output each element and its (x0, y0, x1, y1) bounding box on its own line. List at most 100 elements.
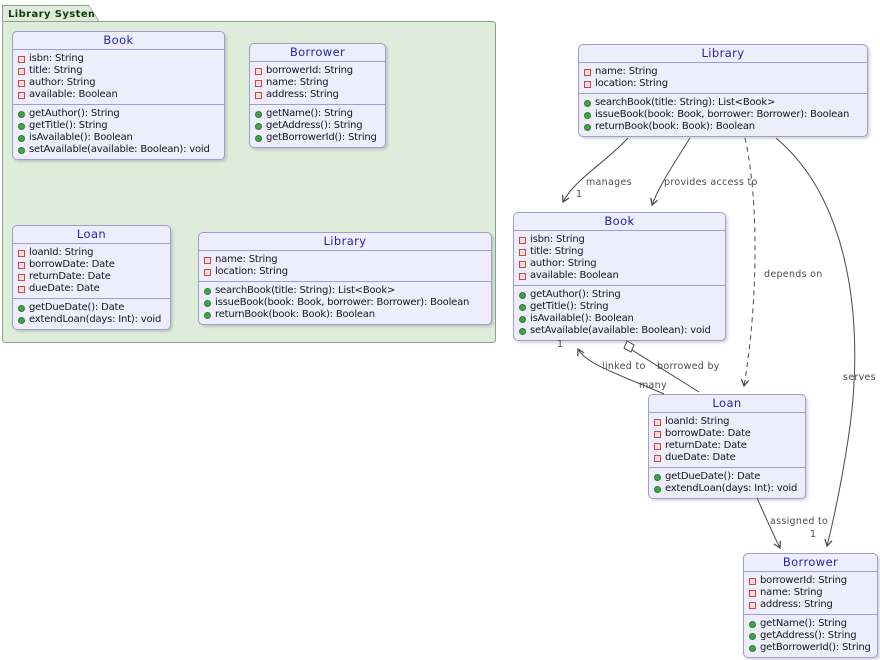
edge-linked-to (577, 347, 665, 395)
class-member: setAvailable(available: Boolean): void (519, 325, 721, 337)
class-title: Library (579, 45, 867, 63)
member-text: borrowerId: String (760, 575, 847, 586)
edge-label-assigned-to: assigned to (770, 516, 829, 527)
class-member: borrowDate: Date (18, 259, 166, 271)
class-member: author: String (519, 258, 721, 270)
member-text: isbn: String (29, 53, 84, 64)
edge-label-manages: manages (586, 177, 632, 188)
edge-assigned-to (756, 497, 782, 550)
method-icon (204, 311, 211, 319)
edge-label-provides-access-to: provides access to (664, 177, 758, 188)
class-member: getName(): String (255, 108, 381, 120)
method-icon (584, 111, 591, 119)
class-member: getAddress(): String (255, 120, 381, 132)
class-member: getDueDate(): Date (654, 471, 801, 483)
multiplicity-manages: 1 (576, 189, 583, 200)
edge-depends-on (740, 137, 756, 388)
class-member: name: String (584, 66, 863, 78)
member-text: author: String (530, 258, 597, 269)
method-icon (749, 632, 756, 640)
class-member: returnBook(book: Book): Boolean (204, 309, 487, 321)
field-icon (204, 256, 211, 264)
method-icon (255, 110, 262, 118)
class-member: searchBook(title: String): List<Book> (584, 97, 863, 109)
class-member: isbn: String (18, 53, 220, 65)
class-title: Loan (13, 226, 170, 244)
member-text: isbn: String (530, 234, 585, 245)
method-icon (18, 110, 25, 118)
class-member: dueDate: Date (18, 283, 166, 295)
field-icon (255, 91, 262, 99)
member-text: extendLoan(days: Int): void (665, 483, 798, 494)
class-member: isAvailable(): Boolean (18, 132, 220, 144)
field-icon (584, 80, 591, 88)
class-member: getName(): String (749, 618, 873, 630)
member-text: loanId: String (29, 247, 94, 258)
class-member: returnBook(book: Book): Boolean (584, 121, 863, 133)
member-text: location: String (595, 78, 668, 89)
field-icon (749, 589, 756, 597)
edge-serves (775, 137, 856, 548)
class-member: getAuthor(): String (519, 289, 721, 301)
method-icon (18, 304, 25, 312)
aggregation-diamond (623, 340, 635, 353)
field-icon (749, 601, 756, 609)
member-text: getName(): String (266, 108, 353, 119)
class-member: location: String (584, 78, 863, 90)
member-text: getAddress(): String (760, 630, 857, 641)
member-text: name: String (595, 66, 658, 77)
member-text: isAvailable(): Boolean (29, 132, 133, 143)
member-text: getAddress(): String (266, 120, 363, 131)
edge-provides-access-to (650, 137, 691, 207)
member-text: loanId: String (665, 416, 730, 427)
field-icon (584, 68, 591, 76)
class-member: title: String (519, 246, 721, 258)
class-member: getBorrowerId(): String (255, 132, 381, 144)
class-member: extendLoan(days: Int): void (654, 483, 801, 495)
multiplicity-borrowed-by: many (639, 380, 667, 391)
member-text: location: String (215, 266, 288, 277)
class-member: loanId: String (654, 416, 801, 428)
class-member: getDueDate(): Date (18, 302, 166, 314)
method-icon (255, 134, 262, 142)
edge-label-depends-on: depends on (764, 269, 823, 280)
class-member: name: String (204, 254, 487, 266)
class-member: name: String (749, 587, 873, 599)
member-text: name: String (760, 587, 823, 598)
field-icon (255, 79, 262, 87)
field-icon (18, 55, 25, 63)
member-text: dueDate: Date (29, 283, 100, 294)
class-member: address: String (749, 599, 873, 611)
method-icon (18, 134, 25, 142)
member-text: getTitle(): String (530, 301, 609, 312)
member-text: setAvailable(available: Boolean): void (29, 144, 210, 155)
package-tab-fill: Library System (3, 6, 99, 22)
field-icon (654, 418, 661, 426)
class-member: extendLoan(days: Int): void (18, 314, 166, 326)
class-member: name: String (255, 77, 381, 89)
edge-label-borrowed-by: borrowed by (657, 361, 720, 372)
member-text: title: String (29, 65, 83, 76)
method-icon (255, 122, 262, 130)
member-text: available: Boolean (530, 270, 619, 281)
class-member: issueBook(book: Book, borrower: Borrower… (584, 109, 863, 121)
member-text: address: String (266, 89, 339, 100)
method-icon (519, 303, 526, 311)
method-icon (654, 485, 661, 493)
member-text: dueDate: Date (665, 452, 736, 463)
field-icon (749, 577, 756, 585)
class-title: Library (199, 233, 491, 251)
method-icon (18, 316, 25, 324)
